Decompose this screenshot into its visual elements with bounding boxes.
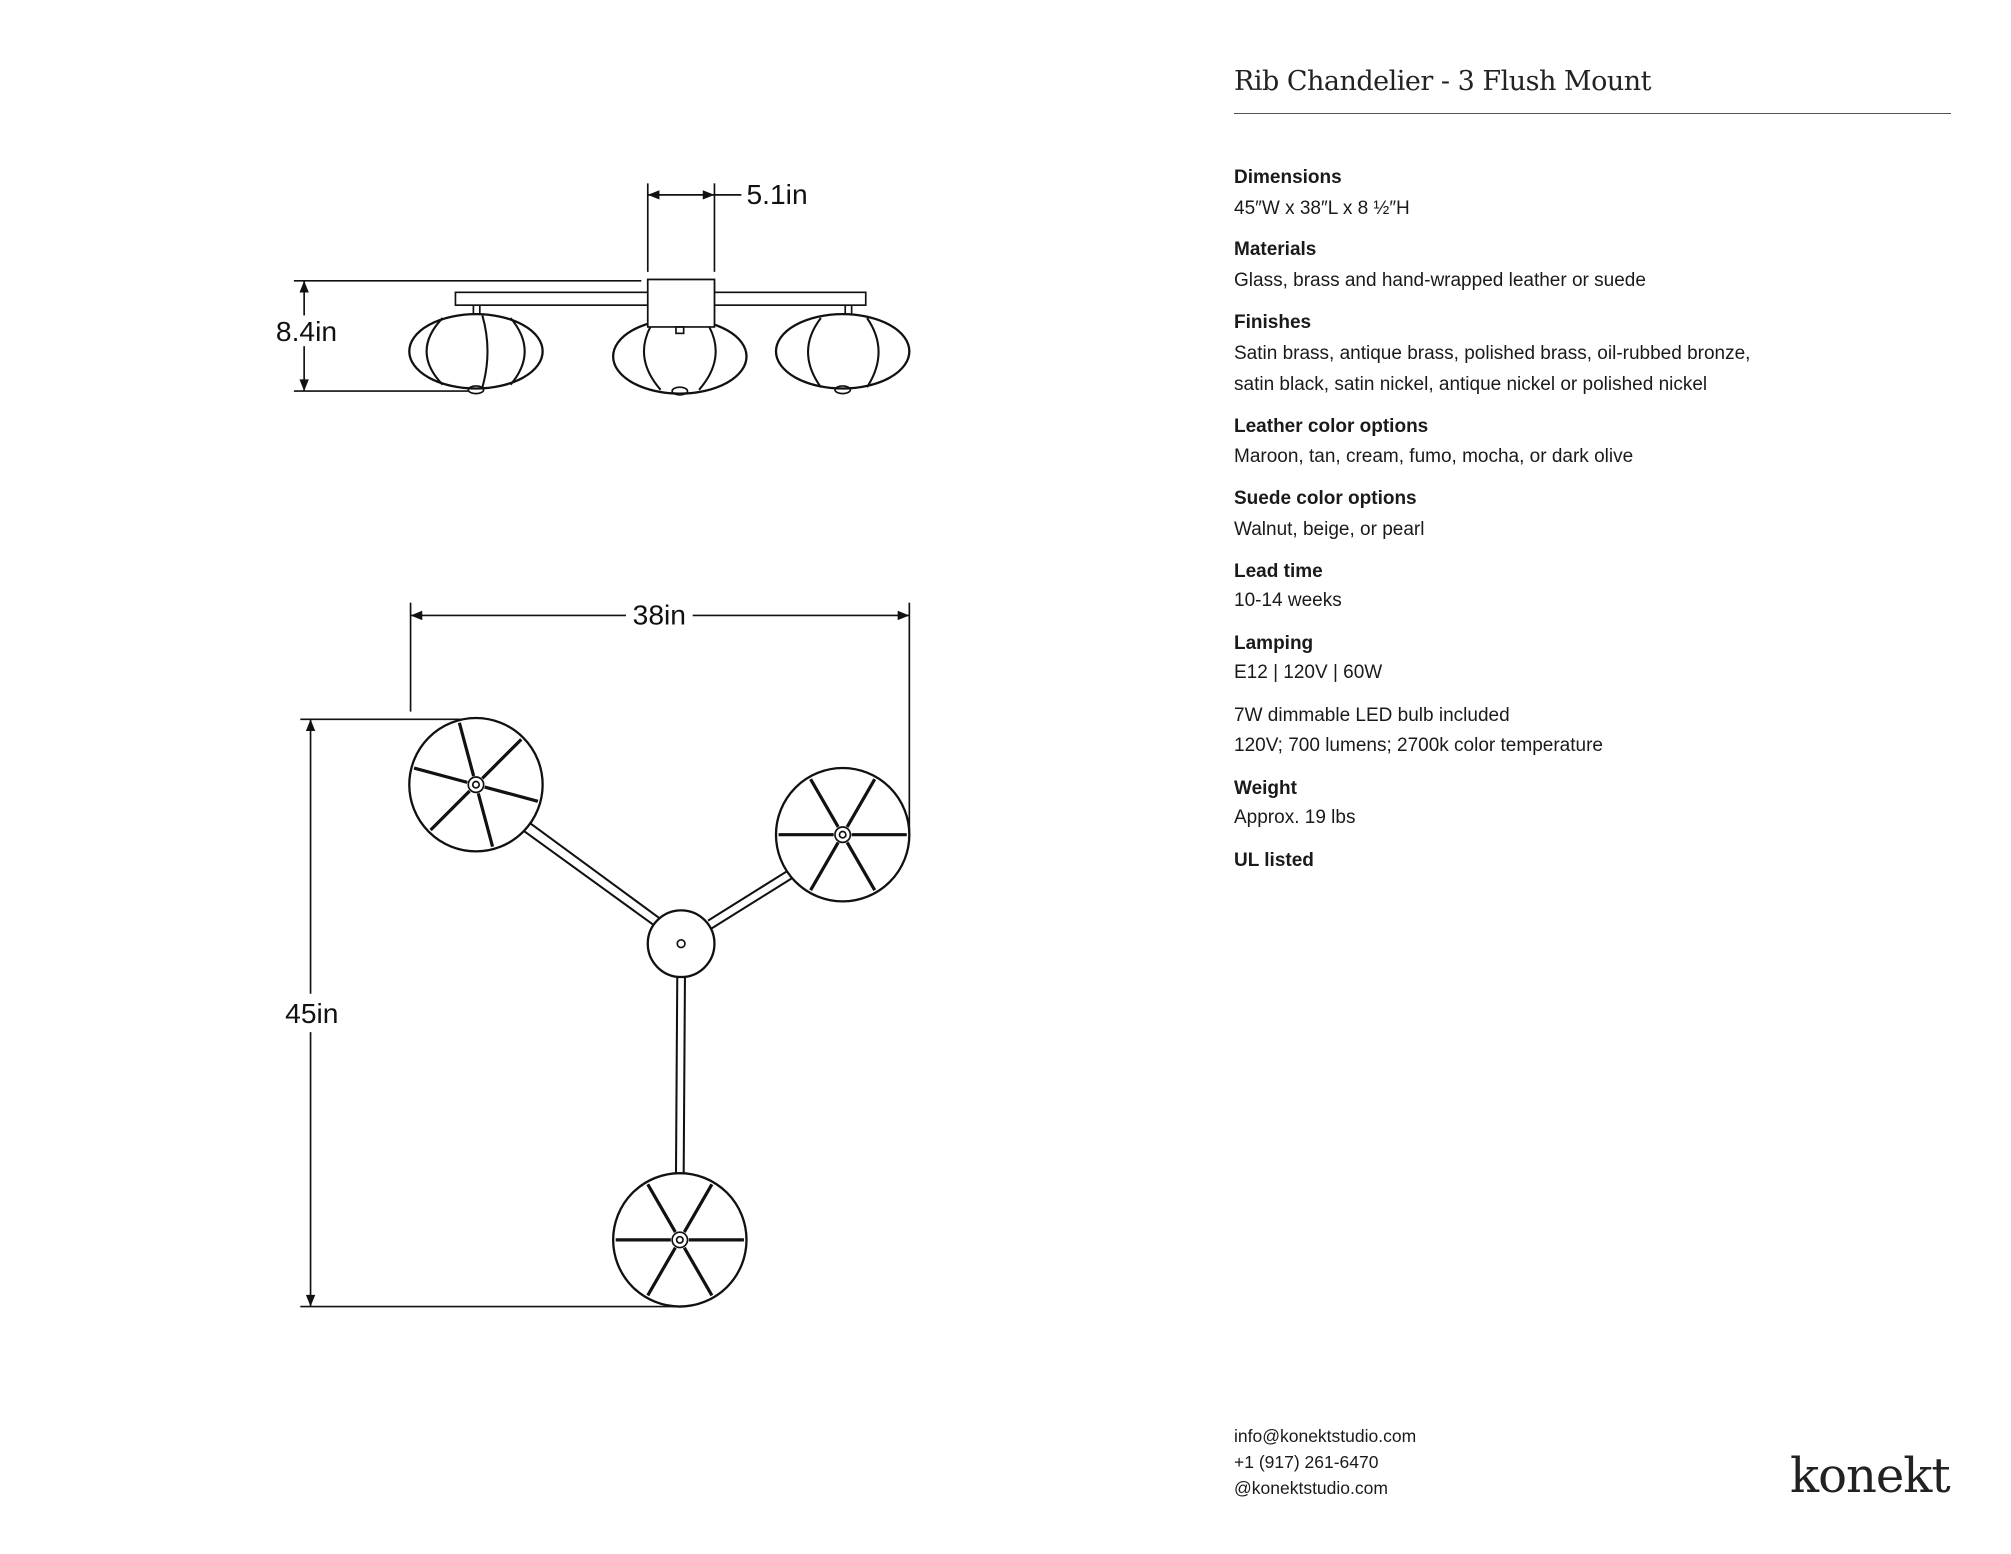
spec-label: Lead time	[1234, 560, 1323, 582]
rib-spoke	[476, 792, 495, 848]
globe-center	[611, 278, 748, 396]
dimension-width: 38in	[633, 598, 686, 630]
spec-label: Materials	[1234, 239, 1317, 261]
spec-label: Lamping	[1234, 632, 1314, 654]
contact-phone[interactable]: +1 (917) 261-6470	[1234, 1452, 1379, 1472]
rib-spoke	[413, 766, 468, 784]
spec-value: Glass, brass and hand-wrapped leather or…	[1234, 269, 1646, 291]
rib-spoke	[809, 841, 840, 892]
spec-label: Leather color options	[1234, 416, 1429, 438]
dimension-length: 45in	[285, 997, 338, 1029]
spec-value: Maroon, tan, cream, fumo, mocha, or dark…	[1234, 445, 1634, 467]
spec-value: Satin brass, antique brass, polished bra…	[1234, 342, 1751, 364]
contact-social[interactable]: @konektstudio.com	[1234, 1478, 1388, 1498]
spec-value: 7W dimmable LED bulb included	[1234, 704, 1510, 726]
spec-value: 45″W x 38″L x 8 ½″H	[1234, 198, 1410, 220]
rib-spoke	[845, 778, 877, 828]
disc-right	[774, 766, 911, 903]
spec-value: satin black, satin nickel, antique nicke…	[1234, 373, 1708, 395]
spec-value: E12 | 120V | 60W	[1234, 662, 1383, 684]
spec-value: Approx. 19 lbs	[1234, 807, 1356, 829]
rib-spoke	[682, 1246, 714, 1297]
rib-spoke	[809, 778, 840, 828]
rib-spoke	[457, 722, 476, 777]
page-title: Rib Chandelier - 3 Flush Mount	[1234, 66, 1651, 97]
rib-spoke	[682, 1183, 714, 1233]
top-view: 38in 45in	[285, 598, 911, 1308]
spec-value: Walnut, beige, or pearl	[1234, 518, 1425, 540]
disc-top-left	[408, 716, 544, 853]
spec-label: Weight	[1234, 777, 1297, 799]
spec-label: Suede color options	[1234, 487, 1417, 509]
title-divider	[1234, 113, 1951, 114]
rib-spoke	[484, 785, 539, 803]
spec-value: 120V; 700 lumens; 2700k color temperatur…	[1234, 735, 1603, 757]
brand-logo: konekt	[1790, 1448, 1951, 1504]
rib-spoke	[646, 1183, 677, 1233]
spec-label: Dimensions	[1234, 167, 1342, 189]
rib-spoke	[481, 738, 523, 780]
rib-spoke	[845, 841, 877, 892]
spec-label: UL listed	[1234, 849, 1314, 871]
dimension-canopy-width: 5.1in	[746, 178, 807, 210]
contact-email[interactable]: info@konektstudio.com	[1234, 1426, 1417, 1446]
side-view: 5.1in 8.4in	[276, 178, 911, 396]
spec-label: Finishes	[1234, 312, 1312, 334]
globe-right	[774, 305, 911, 395]
rib-spoke	[646, 1246, 677, 1297]
globe-left	[408, 305, 544, 395]
rib-spoke	[429, 789, 471, 832]
disc-bottom	[611, 1172, 748, 1308]
spec-value: 10-14 weeks	[1234, 590, 1342, 612]
dimension-height: 8.4in	[276, 315, 337, 347]
